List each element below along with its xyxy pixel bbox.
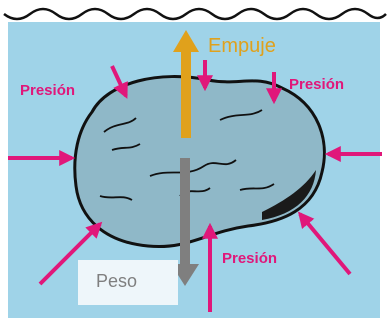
- pressure-arrow-bottom-left: [38, 221, 103, 286]
- buoyancy-arrow-head: [173, 30, 199, 52]
- weight-arrow-shaft: [180, 158, 190, 266]
- buoyancy-label: Empuje: [208, 35, 276, 57]
- pressure-label-bottom-right: Presión: [222, 250, 278, 267]
- weight-label: Peso: [96, 271, 138, 291]
- pressure-label-top-right: Presión: [289, 76, 345, 93]
- pressure-label-top-left: Presión: [20, 82, 76, 99]
- pressure-arrow-bottom-right: [297, 211, 352, 276]
- stone-shading: [262, 170, 316, 220]
- stone-texture: [99, 109, 275, 201]
- buoyancy-arrow-shaft: [181, 50, 191, 138]
- pressure-arrow-top-1: [110, 65, 128, 99]
- weight-label-background: [78, 260, 178, 305]
- pressure-arrows: [8, 60, 382, 312]
- water-surface-wave: [3, 7, 387, 21]
